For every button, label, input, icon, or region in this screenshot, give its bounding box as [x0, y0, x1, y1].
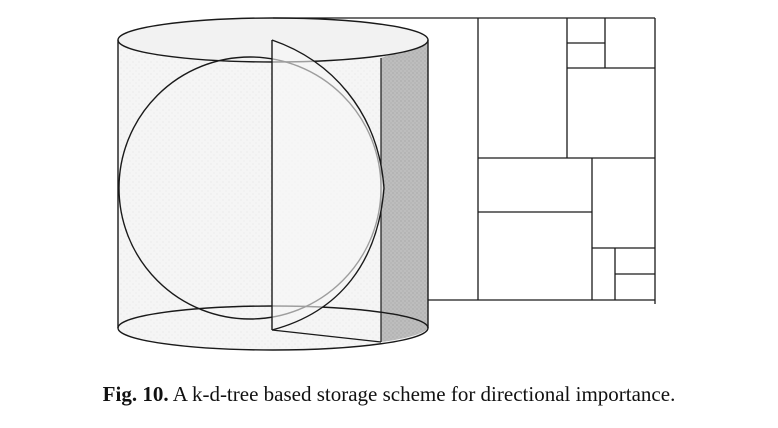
kd-tree-diagram	[117, 17, 656, 351]
figure-illustration	[117, 17, 656, 351]
figure-caption-text: A k-d-tree based storage scheme for dire…	[172, 382, 676, 406]
half-disc-plane	[271, 39, 385, 343]
shaded-strip	[381, 40, 428, 342]
figure-label: Fig. 10.	[102, 382, 169, 406]
kd-tree-grid	[477, 18, 656, 304]
figure-caption: Fig. 10. A k-d-tree based storage scheme…	[0, 382, 778, 407]
